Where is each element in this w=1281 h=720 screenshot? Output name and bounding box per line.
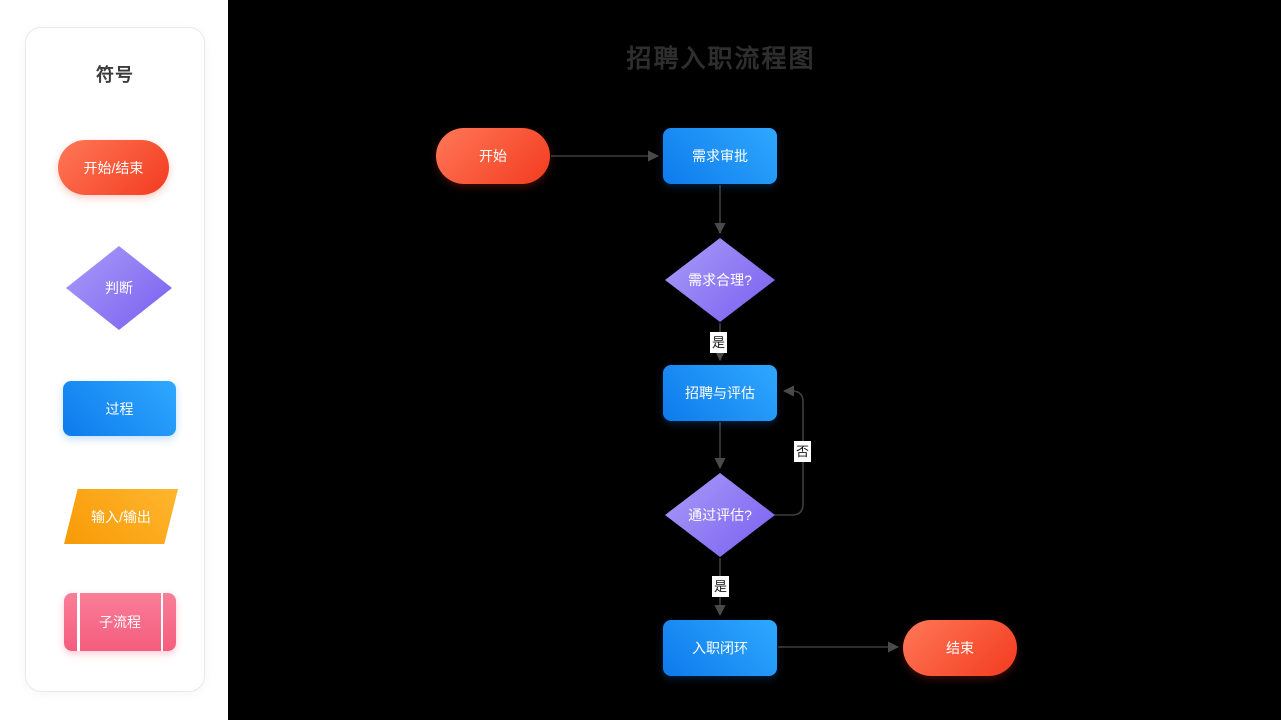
palette-symbol-process[interactable]: 过程	[63, 381, 176, 436]
node-recruit-and-evaluate-label: 招聘与评估	[685, 385, 755, 401]
node-pass-evaluation-decision[interactable]: 通过评估?	[665, 473, 775, 557]
palette-symbol-io-label: 输入/输出	[91, 508, 151, 525]
palette-symbol-subprocess-label: 子流程	[99, 614, 141, 630]
palette-symbol-decision-label: 判断	[105, 280, 133, 296]
palette-symbol-io[interactable]: 输入/输出	[64, 489, 178, 544]
node-onboarding-loop[interactable]: 入职闭环	[663, 620, 777, 676]
subprocess-left-bar	[77, 593, 80, 651]
node-start[interactable]: 开始	[436, 128, 550, 184]
edge-label-no: 否	[794, 441, 812, 462]
node-requirement-approval-label: 需求审批	[692, 148, 748, 164]
palette-symbol-subprocess[interactable]: 子流程	[64, 593, 176, 651]
node-requirement-reasonable-decision[interactable]: 需求合理?	[665, 238, 775, 322]
palette-symbol-terminator[interactable]: 开始/结束	[58, 140, 169, 195]
edge-label-yes-1: 是	[710, 332, 728, 353]
symbol-palette: 符号 开始/结束 判断 过程 输入/输出 子流程	[25, 27, 205, 692]
edge-label-yes-2: 是	[712, 576, 730, 597]
flowchart-title: 招聘入职流程图	[626, 45, 816, 73]
node-onboarding-loop-label: 入职闭环	[692, 640, 748, 656]
node-pass-evaluation-label: 通过评估?	[688, 507, 752, 523]
node-start-label: 开始	[479, 148, 507, 164]
node-end-label: 结束	[946, 640, 974, 656]
palette-title: 符号	[96, 65, 134, 85]
palette-symbol-decision[interactable]: 判断	[66, 246, 172, 330]
node-requirement-approval[interactable]: 需求审批	[663, 128, 777, 184]
node-end[interactable]: 结束	[903, 620, 1017, 676]
palette-symbol-terminator-label: 开始/结束	[83, 159, 144, 176]
node-recruit-and-evaluate[interactable]: 招聘与评估	[663, 365, 777, 421]
subprocess-right-bar	[160, 593, 163, 651]
node-requirement-reasonable-label: 需求合理?	[688, 272, 752, 288]
palette-symbol-process-label: 过程	[105, 400, 134, 417]
